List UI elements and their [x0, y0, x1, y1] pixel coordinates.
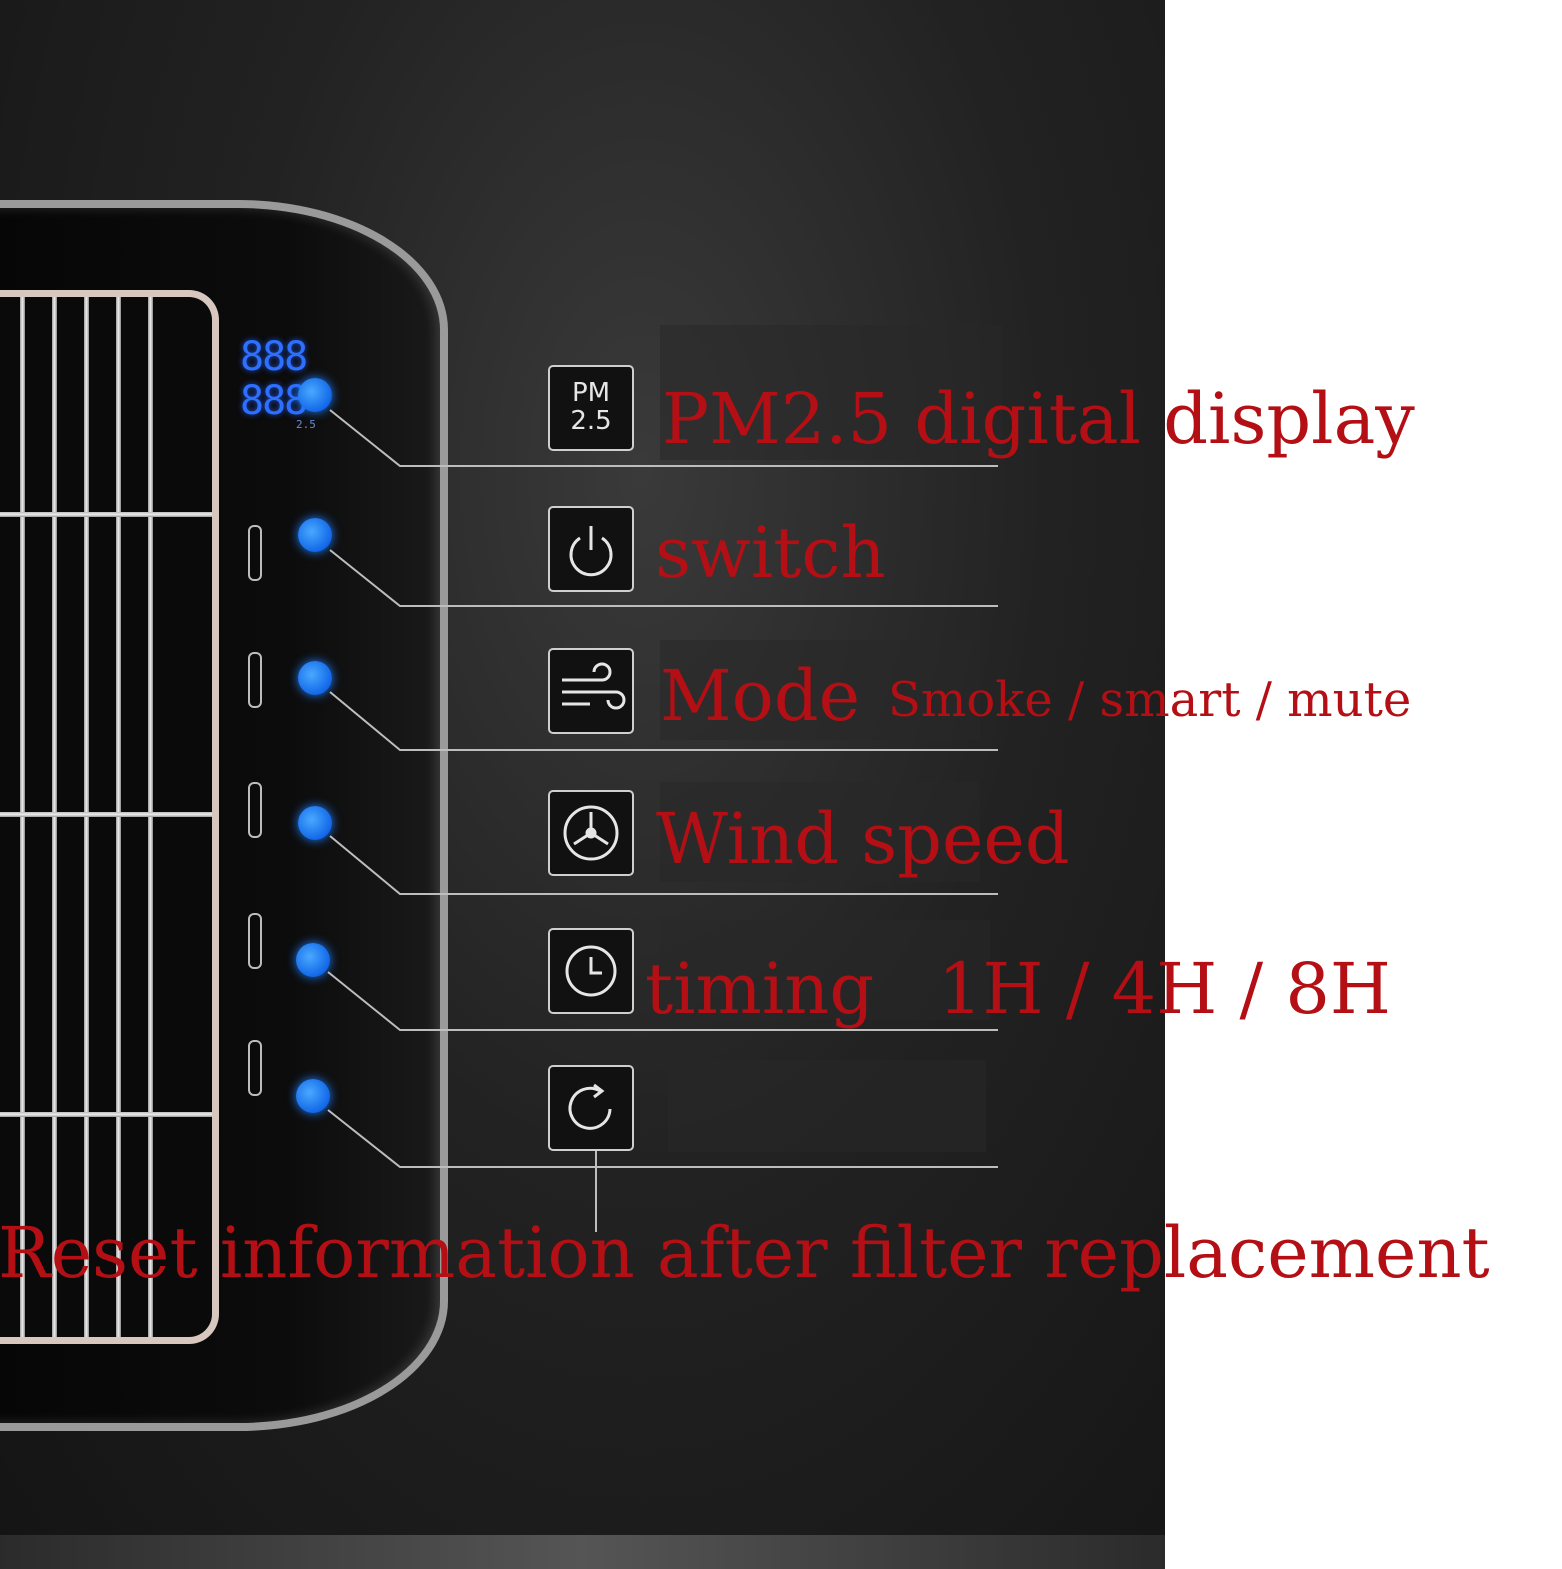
white-background	[1165, 0, 1562, 1569]
pm25-unit: 2.5	[296, 418, 316, 431]
power-icon	[548, 506, 634, 592]
grille-bar	[52, 297, 57, 1337]
grille-bar	[0, 812, 212, 817]
grille-bar	[0, 1112, 212, 1117]
touch-key-power	[248, 525, 262, 581]
air-grille	[0, 290, 219, 1344]
label-mode: Mode	[660, 655, 861, 737]
label-pm25: PM2.5 digital display	[662, 378, 1415, 460]
label-backdrop	[668, 1060, 986, 1152]
label-wind-speed: Wind speed	[656, 798, 1070, 880]
label-timing-detail: 1H / 4H / 8H	[938, 948, 1391, 1030]
label-backdrop	[660, 325, 1002, 460]
touch-key-timer	[248, 913, 262, 969]
indicator-dot	[298, 806, 332, 840]
touch-key-mode	[248, 652, 262, 708]
floor-reflection	[0, 1535, 1165, 1569]
label-timing: timing	[645, 948, 875, 1030]
indicator-dot	[298, 518, 332, 552]
indicator-dot	[296, 1079, 330, 1113]
wind-icon	[548, 648, 634, 734]
pm25-icon-text-bottom: 2.5	[570, 406, 612, 436]
label-backdrop	[660, 920, 990, 1020]
grille-bar	[116, 297, 121, 1337]
callout-lines	[327, 409, 998, 1232]
reset-icon	[548, 1065, 634, 1151]
fan-icon	[548, 790, 634, 876]
grille-bar	[0, 512, 212, 517]
touch-key-speed	[248, 782, 262, 838]
grille-bar	[148, 297, 153, 1337]
label-mode-detail: Smoke / smart / mute	[888, 672, 1412, 728]
label-backdrop	[660, 640, 980, 740]
grille-bar	[20, 297, 25, 1337]
grille-bar	[84, 297, 89, 1337]
label-backdrop	[660, 782, 980, 882]
indicator-dot	[298, 661, 332, 695]
pm25-icon-text-top: PM	[571, 378, 611, 408]
indicator-dot	[298, 378, 332, 412]
label-reset-filter: Reset information after filter replaceme…	[0, 1212, 1490, 1294]
touch-key-reset	[248, 1040, 262, 1096]
label-switch: switch	[655, 512, 886, 594]
indicator-dot	[296, 943, 330, 977]
clock-icon	[548, 928, 634, 1014]
